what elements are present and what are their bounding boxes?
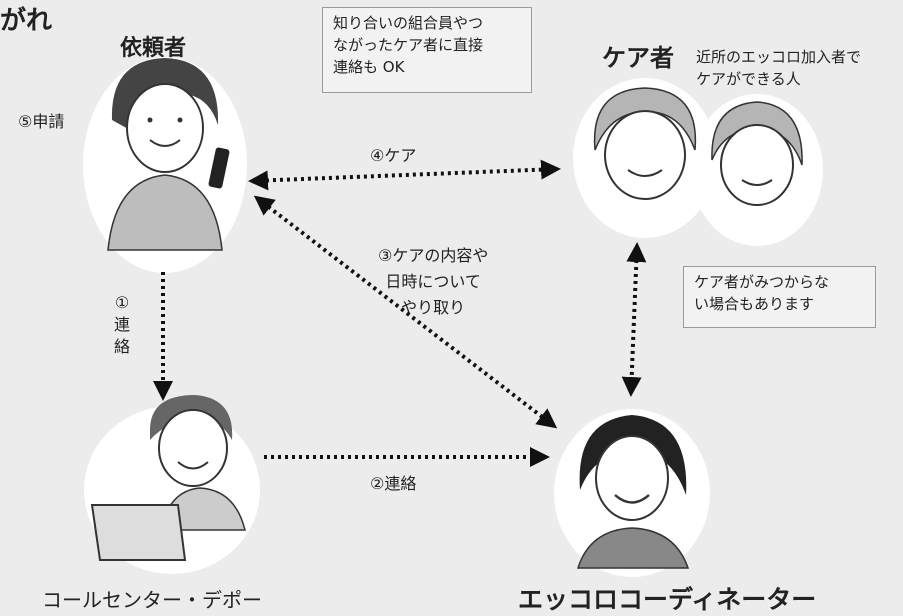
requester-label: 依頼者 [120, 36, 187, 61]
callcenter-label: コールセンター・デポー [42, 588, 262, 612]
caregiver-description-line1: 近所のエッコロ加入者で [696, 48, 862, 66]
callcenter-illustration [84, 395, 260, 574]
caregiver-description: 近所のエッコロ加入者で ケアができる人 [696, 46, 861, 90]
step2-label: ②連絡 [370, 474, 417, 493]
step5-label: ⑤申請 [18, 112, 65, 131]
step1-label-line1: 連 [114, 315, 131, 334]
caregiver-illustration [573, 78, 823, 246]
coordinator-label: エッコロコーディネーター [518, 585, 817, 614]
requester-illustration [83, 57, 247, 273]
not-found-note-line1: ケア者がみつからな [694, 273, 830, 291]
direct-contact-note-line1: 知り合いの組合員やつ [333, 14, 484, 32]
caregiver-description-line2: ケアができる人 [696, 70, 801, 88]
coordinator-illustration [554, 409, 710, 577]
direct-contact-note-line2: ながったケア者に直接 [333, 36, 484, 54]
not-found-note: ケア者がみつからな い場合もあります [683, 266, 876, 328]
arrow-not-found [621, 242, 647, 397]
not-found-note-line2: い場合もあります [694, 295, 815, 313]
step1-label-line2: 絡 [114, 337, 131, 356]
arrow-step3 [253, 195, 558, 429]
page-title: がれ [0, 6, 53, 36]
direct-contact-note: 知り合いの組合員やつ ながったケア者に直接 連絡も OK [322, 7, 532, 93]
direct-contact-note-line3: 連絡も OK [333, 58, 405, 76]
arrow-step4 [248, 159, 561, 191]
caregiver-label: ケア者 [602, 44, 674, 72]
step1-label-num: ① [114, 293, 130, 312]
step1-label: ① 連 絡 [114, 292, 130, 358]
